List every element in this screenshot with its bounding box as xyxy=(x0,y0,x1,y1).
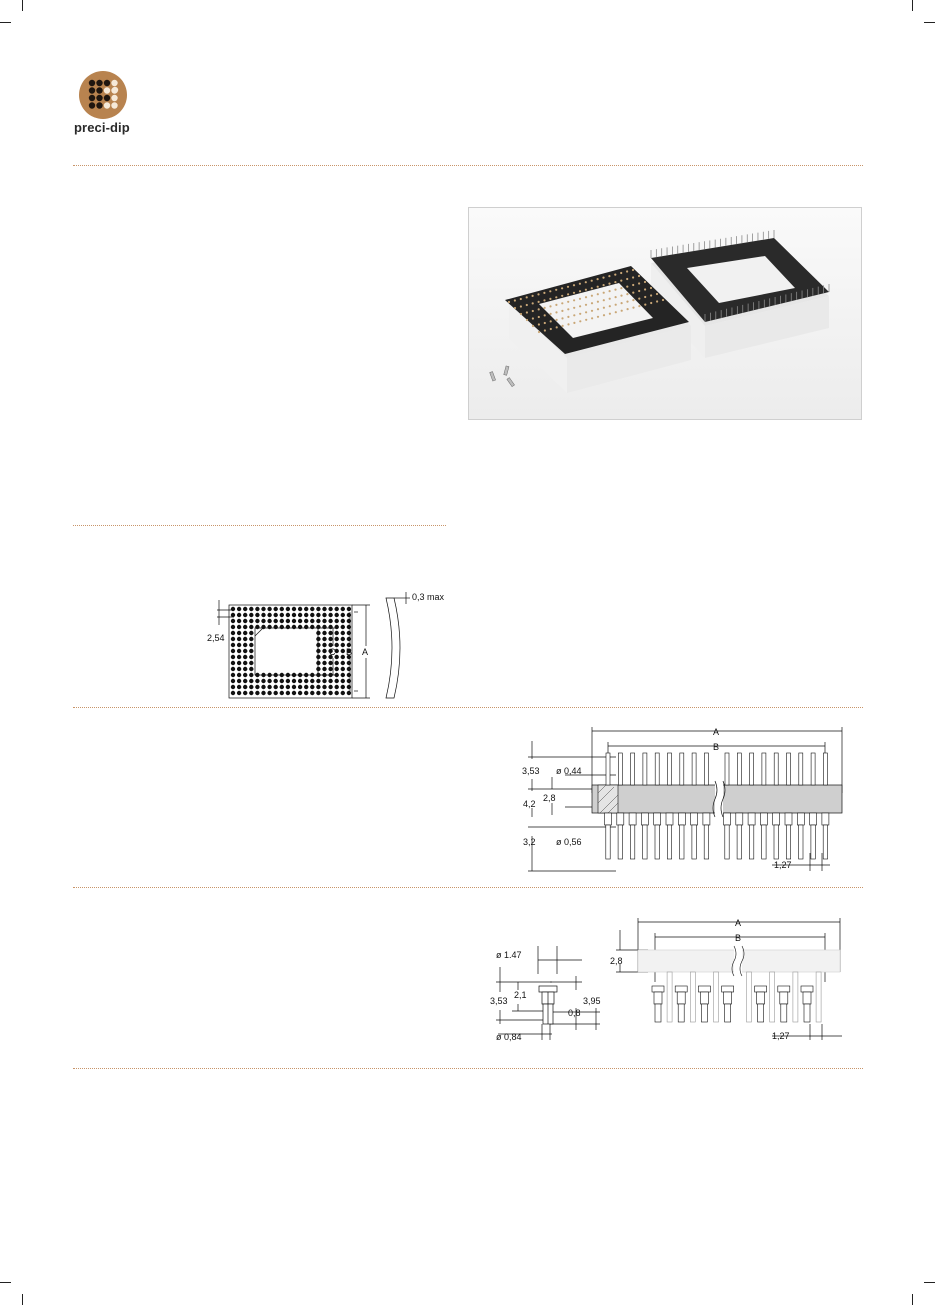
section-divider xyxy=(73,525,446,526)
dim-d1: ø 0,44 xyxy=(556,766,582,776)
dim-pitch: 1,27 xyxy=(772,1031,790,1041)
crop-mark xyxy=(924,1282,935,1283)
dim-pitch: 1,27 xyxy=(774,860,792,870)
dim-b: B xyxy=(735,933,741,943)
warp-label: 0,3 max xyxy=(412,592,445,602)
section-divider xyxy=(73,1068,863,1069)
dim-d2: ø 0,84 xyxy=(496,1032,522,1042)
crop-mark xyxy=(924,22,935,23)
crop-mark xyxy=(22,0,23,11)
dim-h2: 4,2 xyxy=(523,799,536,809)
crop-mark xyxy=(22,1294,23,1305)
section-divider xyxy=(73,165,863,166)
brand-name: preci-dip xyxy=(74,120,130,135)
dim-h4: 0,8 xyxy=(568,1008,581,1018)
socket-pins-up xyxy=(650,230,830,358)
dim-d2: ø 0,56 xyxy=(556,837,582,847)
crop-mark xyxy=(0,22,11,23)
crop-mark xyxy=(912,1294,913,1305)
dim-label-c: C xyxy=(329,647,336,657)
dim-h3: 3,95 xyxy=(583,996,601,1006)
pin-detail-drawing: ø 1.47 3,53 2,1 3,95 0,8 ø 0,84 A B 2,8 … xyxy=(490,918,842,1042)
socket-pins-down xyxy=(505,266,691,393)
dim-h1: 3,53 xyxy=(522,766,540,776)
section-divider xyxy=(73,887,863,888)
dim-a: A xyxy=(735,918,741,928)
side-section-drawing: A B 3,53 ø 0,44 4,2 2,8 3,2 ø 0,56 1,27 xyxy=(522,727,843,872)
dim-h3: 2,8 xyxy=(543,793,556,803)
section-divider xyxy=(73,707,863,708)
dim-label-a: A xyxy=(362,647,368,657)
dim-h2: 2,1 xyxy=(514,990,527,1000)
dim-d1: ø 1.47 xyxy=(496,950,522,960)
dim-h4: 3,2 xyxy=(523,837,536,847)
crop-mark xyxy=(0,1282,11,1283)
product-photo xyxy=(468,207,862,420)
brand-logo xyxy=(79,71,127,119)
pitch-label: 2,54 xyxy=(207,633,225,643)
footprint-drawing: 2,54 C B A 0,3 max xyxy=(207,592,445,699)
dim-b: B xyxy=(713,742,719,752)
dim-h5: 2,8 xyxy=(610,956,623,966)
dim-label-b: B xyxy=(346,647,352,657)
dim-a: A xyxy=(713,727,719,737)
dim-h1: 3,53 xyxy=(490,996,508,1006)
crop-mark xyxy=(912,0,913,11)
